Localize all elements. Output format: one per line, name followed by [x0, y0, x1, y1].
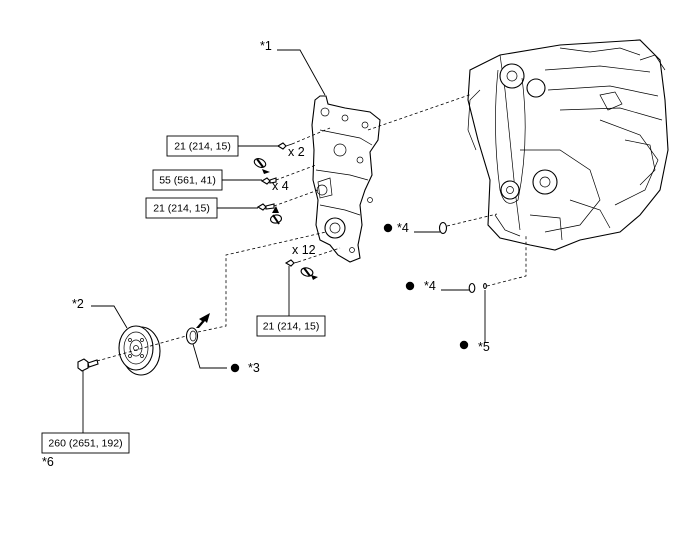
callout-1: *1 [260, 39, 272, 53]
torque-wrench-icon [253, 158, 270, 174]
torque-spec-box: 21 (214, 15) [145, 197, 218, 219]
torque-value: 21 (214, 15) [174, 141, 231, 153]
o-ring-icon [438, 221, 448, 235]
crankshaft-pulley [118, 325, 161, 376]
idler-pulley-icon [532, 169, 558, 195]
callout-6: *6 [42, 455, 54, 469]
bolt-icon [276, 142, 293, 150]
torque-value: 21 (214, 15) [263, 321, 320, 333]
callout-4: *4 [424, 279, 436, 293]
install-arrow-icon [196, 313, 210, 328]
torque-spec-box: 21 (214, 15) [166, 135, 239, 157]
filled-circle-icon [383, 223, 393, 233]
leader-lines [82, 49, 486, 433]
torque-value: 21 (214, 15) [153, 203, 210, 215]
quantity-label: x 2 [288, 145, 305, 159]
o-ring-icon [468, 282, 476, 294]
filled-circle-icon [405, 281, 415, 291]
callout-2: *2 [72, 297, 84, 311]
bolt-icon [284, 259, 299, 267]
engine-assembly [467, 39, 669, 251]
front-oil-seal [185, 327, 199, 345]
o-ring-small-icon [483, 283, 487, 289]
torque-spec-box: 21 (214, 15) [256, 315, 326, 337]
pulley-bolt [77, 358, 99, 372]
filled-circle-icon [459, 340, 469, 350]
torque-wrench-icon [269, 206, 283, 225]
torque-wrench-icon [300, 267, 318, 280]
callout-5: *5 [478, 340, 490, 354]
torque-spec-box: 55 (561, 41) [152, 169, 223, 191]
callout-4: *4 [397, 221, 409, 235]
quantity-label: x 12 [292, 243, 316, 257]
quantity-label: x 4 [272, 179, 289, 193]
bolt-icon [256, 203, 275, 211]
bolt-icon [260, 177, 277, 185]
crank-sprocket-icon [500, 180, 520, 200]
cam-sprocket-icon [499, 63, 525, 89]
crank-seal-bore-icon [324, 217, 346, 239]
torque-value: 55 (561, 41) [159, 175, 216, 187]
torque-spec-box: 260 (2651, 192) [41, 432, 130, 454]
assembly-lines [96, 93, 527, 362]
torque-value: 260 (2651, 192) [48, 438, 122, 450]
timing-chain-cover [311, 95, 381, 263]
filled-circle-icon [230, 363, 240, 373]
callout-3: *3 [248, 361, 260, 375]
